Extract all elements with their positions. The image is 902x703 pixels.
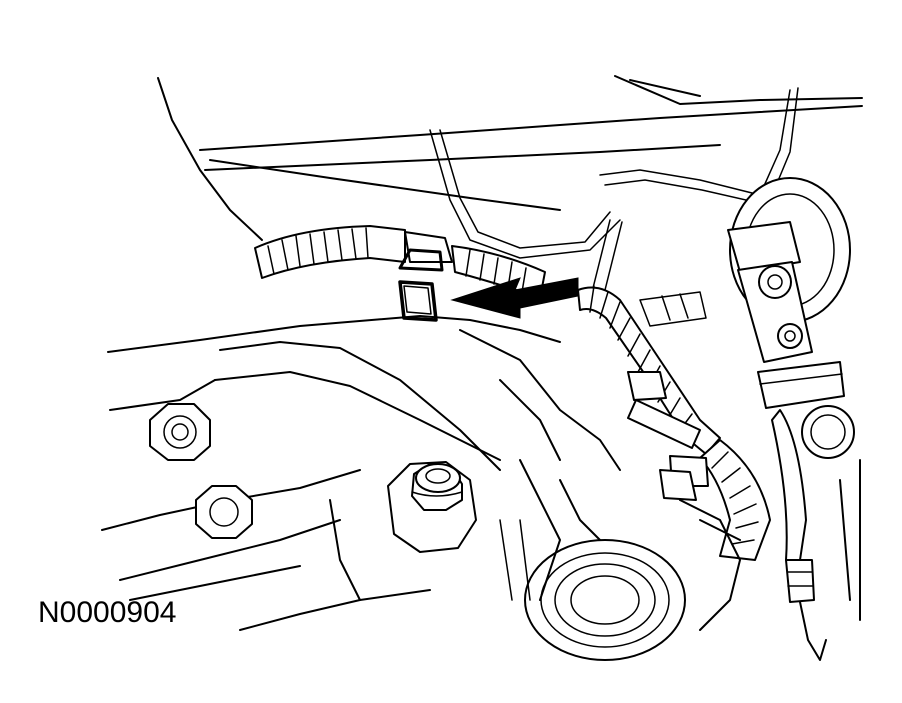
pulley: [524, 539, 686, 661]
harness-clip: [398, 248, 444, 272]
left-bolts: [149, 403, 253, 539]
brake-booster: [727, 177, 851, 409]
center-connectors: [627, 291, 709, 501]
brake-lines: [429, 87, 799, 303]
highlighted-sensor: [398, 280, 438, 322]
figure-id-label: N0000904: [38, 596, 177, 629]
lower-components: [499, 459, 861, 631]
right-bolts: [771, 405, 855, 661]
upper-body-panel: [157, 75, 863, 241]
center-nut: [387, 461, 477, 553]
wiring-harness-right: [577, 285, 771, 561]
pointer-arrow: [450, 277, 579, 319]
